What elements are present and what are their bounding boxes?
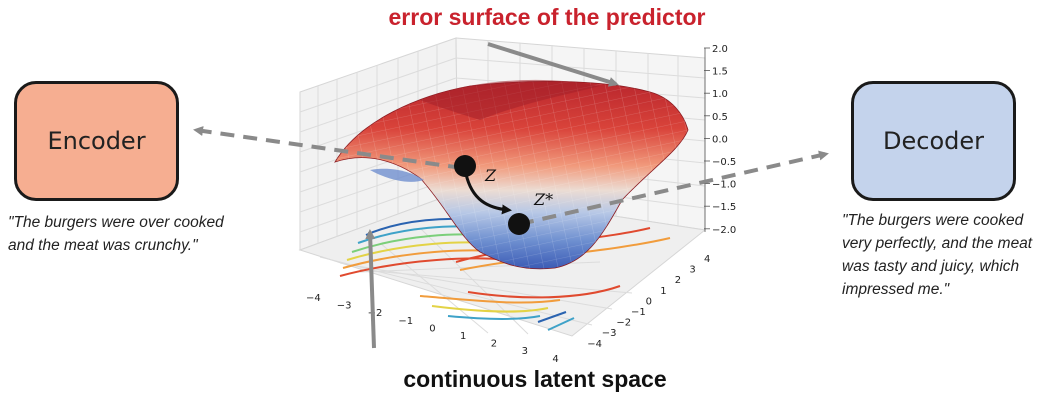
z-tick-label: −1.0 (712, 180, 736, 191)
x-tick-label: −2 (368, 308, 383, 319)
z-star-label: Z* (533, 190, 553, 209)
latent-point-z-star (508, 213, 530, 235)
z-tick-label: 1.0 (712, 89, 728, 100)
x-tick-label: −1 (398, 316, 413, 327)
x-tick-label: 4 (552, 354, 558, 365)
y-tick-label: −2 (616, 318, 631, 329)
error-surface (334, 79, 689, 270)
y-tick-label: 4 (704, 254, 710, 265)
x-tick-label: 1 (460, 331, 466, 342)
z-tick-label: −0.5 (712, 157, 736, 168)
y-tick-label: −1 (631, 307, 646, 318)
x-tick-labels: −4 −3 −2 −1 0 1 2 3 4 (306, 293, 559, 365)
latent-point-z (454, 155, 476, 177)
y-tick-label: 0 (646, 296, 652, 307)
z-tick-label: −2.0 (712, 225, 736, 236)
z-tick-labels: 2.0 1.5 1.0 0.5 0.0 −0.5 −1.0 −1.5 −2.0 (704, 44, 736, 236)
latent-space-caption: continuous latent space (403, 366, 667, 392)
encoder-label: Encoder (47, 127, 146, 155)
x-tick-label: 2 (491, 339, 497, 350)
z-tick-label: −1.5 (712, 202, 736, 213)
output-sentence: "The burgers were cooked very perfectly,… (842, 212, 1033, 298)
z-tick-label: 1.5 (712, 67, 728, 78)
y-tick-label: 1 (660, 286, 666, 297)
x-tick-label: 3 (522, 346, 528, 357)
encoder-box: Encoder (14, 81, 179, 201)
z-tick-label: 0.0 (712, 134, 728, 145)
y-tick-label: 2 (675, 275, 681, 286)
optimization-path-arrow (464, 173, 512, 215)
decoder-link-arrow (519, 150, 829, 226)
x-tick-label: 0 (429, 323, 435, 334)
decoder-label: Decoder (883, 127, 984, 155)
z-tick-label: 0.5 (712, 112, 728, 123)
decoder-box: Decoder (851, 81, 1016, 201)
x-tick-label: −4 (306, 293, 321, 304)
y-tick-label: 3 (689, 265, 695, 276)
z-label: Z (484, 166, 497, 185)
y-tick-label: −4 (587, 339, 602, 350)
input-sentence: "The burgers were over cooked and the me… (8, 214, 224, 254)
z-tick-label: 2.0 (712, 44, 728, 55)
latent-pointer-arrow (365, 229, 376, 349)
surface-title: error surface of the predictor (388, 4, 706, 30)
y-tick-label: −3 (602, 328, 617, 339)
x-tick-label: −3 (337, 301, 352, 312)
title-pointer-arrow (487, 42, 619, 87)
